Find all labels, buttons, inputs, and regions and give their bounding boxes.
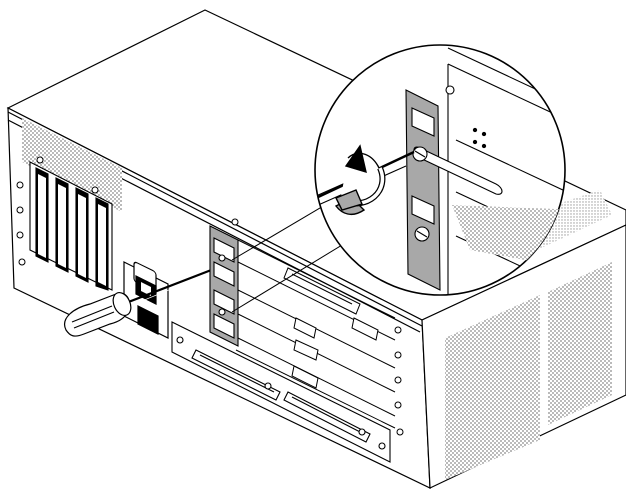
small-connector (351, 317, 379, 341)
bracket-plate (405, 89, 441, 291)
lower-io-panel (171, 321, 391, 463)
side-vent-lower (548, 262, 612, 425)
screw-icon (91, 186, 99, 194)
screw-icon (394, 351, 402, 359)
small-connector (291, 365, 319, 389)
screw-icon (231, 218, 239, 226)
screw-icon (16, 231, 24, 239)
screw-icon (16, 181, 24, 189)
card-cage (235, 239, 396, 429)
detail-magnifier (314, 44, 566, 296)
screw-icon (394, 326, 402, 334)
small-connector (293, 339, 319, 361)
screw-icon (414, 226, 430, 242)
power-switch-icon (123, 261, 169, 339)
screw-icon (394, 401, 402, 409)
screw-icon (394, 376, 402, 384)
card-connectors (283, 267, 379, 415)
counterclockwise-arrow-icon (334, 144, 386, 216)
screw-icon (378, 442, 386, 450)
screw-icon (412, 146, 428, 162)
small-connector (293, 317, 317, 339)
front-screws-left (16, 156, 404, 436)
left-expansion-slots (29, 161, 113, 291)
screw-icon (18, 258, 26, 266)
screw-icon (176, 336, 184, 344)
screw-icon (16, 206, 24, 214)
slot-bracket-panel (209, 225, 239, 347)
screw-icon (218, 254, 226, 262)
side-vent (445, 295, 540, 480)
screwdriver-icon (64, 260, 233, 337)
screw-icon (445, 85, 455, 95)
screw-icon (396, 428, 404, 436)
screw-icon (218, 308, 226, 316)
screw-icon (36, 156, 44, 164)
